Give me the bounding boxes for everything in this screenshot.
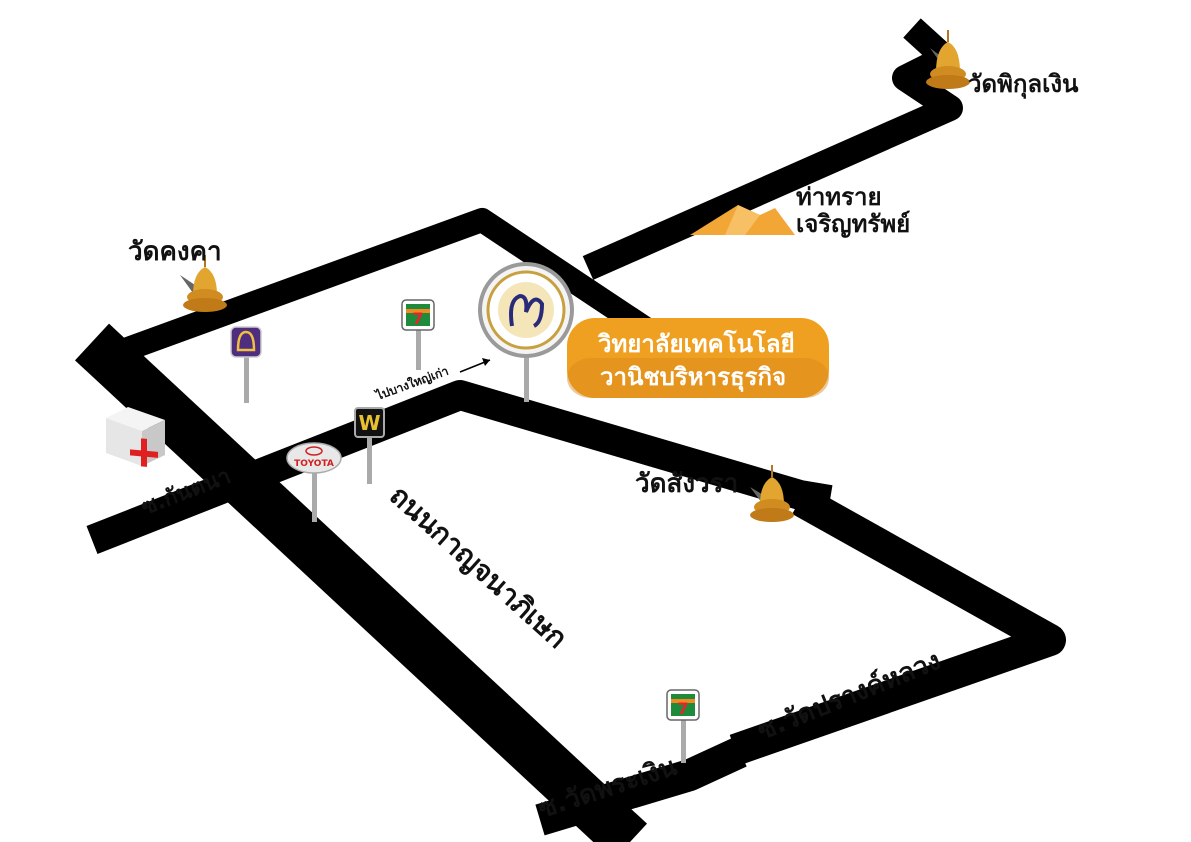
seven-eleven-sign-bottom: 7	[666, 689, 700, 763]
label-sand-yard-line1: ท่าทราย	[796, 183, 882, 211]
college-name-line1: วิทยาลัยเทคโนโลยี	[597, 329, 794, 358]
sand-pile-icon	[690, 205, 795, 235]
label-wat-phikul-ngoen: วัดพิกุลเงิน	[968, 70, 1079, 100]
road-soi-wat-prang-luang	[729, 486, 1066, 766]
college-callout: วิทยาลัยเทคโนโลยี วานิชบริหารธุรกิจ	[567, 318, 829, 398]
seven-eleven-sign-top: 7	[401, 299, 435, 370]
w-logo-icon: W	[358, 411, 380, 435]
hospital-cross-icon	[106, 407, 165, 467]
toyota-icon	[286, 442, 342, 474]
road-kanchanaphisek	[74, 323, 648, 842]
bank-sign	[230, 326, 262, 403]
college-name-line2: วานิชบริหารธุรกิจ	[600, 363, 786, 393]
bank-logo-icon	[236, 330, 256, 352]
toyota-label: TOYOTA	[294, 459, 334, 469]
college-seal	[478, 262, 574, 402]
stupa-icon	[926, 30, 970, 89]
w-store-sign: W	[354, 407, 385, 484]
seven-eleven-number: 7	[677, 699, 688, 718]
road-to-wat-phikul	[582, 18, 963, 280]
toyota-sign: TOYOTA	[286, 442, 342, 522]
stupa-icon	[180, 255, 227, 312]
road-soi-wat-phra-ngoen	[535, 737, 747, 836]
label-wat-sangwora: วัดสังวรา	[635, 469, 738, 499]
road-network	[74, 18, 1066, 842]
seven-eleven-number: 7	[412, 309, 423, 328]
stupa-icon	[750, 465, 794, 522]
label-wat-khongkha: วัดคงคา	[128, 237, 222, 267]
road-upper-block-top	[120, 208, 662, 362]
arrow-head-icon	[482, 358, 490, 366]
label-sand-yard-line2: เจริญทรัพย์	[796, 210, 910, 238]
